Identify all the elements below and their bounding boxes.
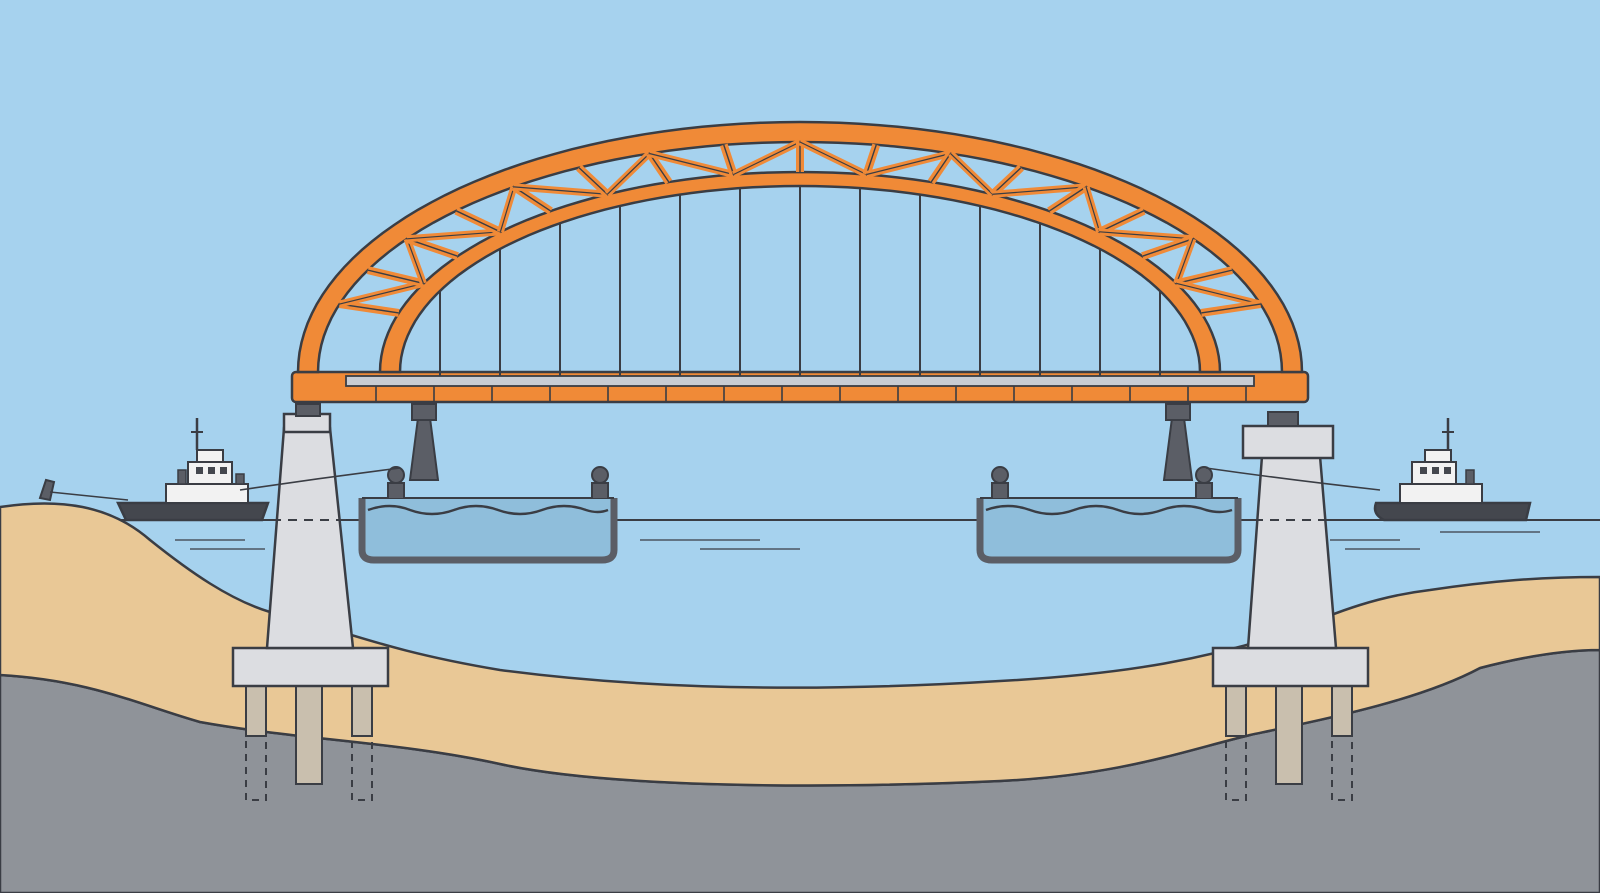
pier-shaft [1246, 454, 1338, 650]
truss-vertical [930, 153, 952, 183]
arch-outer-rib [296, 120, 1304, 374]
truss-diagonal [406, 238, 425, 284]
barge-bollard [991, 466, 1009, 484]
pier-top-block [1241, 424, 1335, 460]
truss-diagonal [950, 153, 994, 195]
barge-bollard [1195, 466, 1213, 484]
left-barge [358, 466, 618, 564]
pile [1331, 685, 1353, 737]
truss-vertical [1142, 238, 1194, 257]
truss-vertical [455, 210, 501, 233]
truss-diagonal [1176, 282, 1261, 305]
water-ripples [175, 531, 1540, 550]
truss-diagonal [1099, 231, 1193, 240]
truss-vertical [723, 144, 735, 175]
pile [245, 685, 267, 737]
pile-buried-outline [1225, 735, 1247, 801]
truss-diagonal [866, 152, 951, 176]
right-pier [1211, 411, 1370, 801]
truss-diagonal [606, 153, 650, 195]
truss-vertical [1176, 269, 1233, 285]
pile-buried-outline [245, 735, 267, 801]
right-tugboat [1373, 418, 1532, 522]
right-barge [976, 466, 1242, 564]
deck-panel-lines [375, 386, 1247, 402]
truss-diagonal [649, 152, 734, 176]
bearing [1267, 411, 1299, 427]
pile-buried-outline [1331, 735, 1353, 801]
truss-diagonal [339, 282, 424, 305]
truss-diagonal [407, 231, 501, 240]
truss-vertical [367, 269, 424, 285]
pile [351, 685, 373, 737]
truss-vertical [1099, 210, 1145, 233]
truss-diagonal [733, 141, 801, 176]
bridge-deck [290, 370, 1310, 404]
pile-cap [231, 646, 390, 688]
truss-vertical [578, 167, 608, 195]
steel-arch [296, 120, 1304, 374]
arch-inner-rib [378, 170, 1222, 374]
truss-vertical [406, 238, 458, 257]
pile-buried-outline [351, 735, 373, 801]
truss-vertical [1201, 303, 1261, 314]
truss-diagonal [499, 186, 515, 233]
truss-vertical [648, 153, 670, 183]
sand-layer [0, 502, 1600, 787]
pile-cap [1211, 646, 1370, 688]
right-support-tower [1162, 403, 1194, 481]
truss-diagonal [1085, 186, 1101, 233]
truss-vertical [513, 186, 552, 212]
left-support-tower [408, 403, 440, 481]
pile [295, 685, 323, 785]
arch-truss-members [338, 138, 1262, 317]
arch-hangers [439, 186, 1161, 376]
shore-bollard [38, 478, 56, 502]
pile [1225, 685, 1247, 737]
tow-lines [49, 467, 1381, 501]
deck-rail-band [345, 375, 1255, 387]
truss-diagonal [1175, 238, 1194, 284]
barge-bollard [591, 466, 609, 484]
left-tugboat [116, 418, 270, 522]
truss-diagonal [992, 186, 1087, 195]
truss-diagonal [513, 186, 608, 195]
truss-diagonal [799, 141, 867, 176]
bearing [295, 403, 321, 417]
truss-vertical [865, 144, 877, 175]
pile [1275, 685, 1303, 785]
truss-vertical [1048, 186, 1087, 212]
truss-vertical [992, 167, 1022, 195]
truss-vertical [339, 303, 399, 314]
